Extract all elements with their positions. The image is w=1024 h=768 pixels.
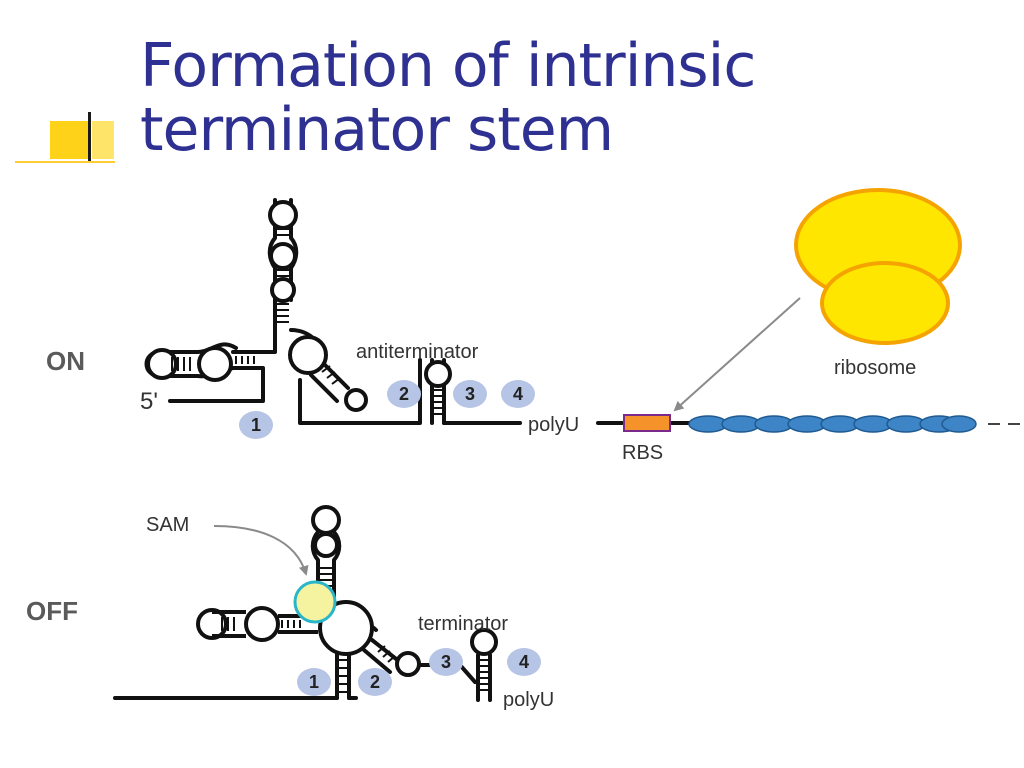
title-line-1: Formation of intrinsic	[140, 31, 756, 101]
five-prime-label: 5'	[140, 388, 158, 415]
on-state-label: ON	[46, 346, 85, 376]
segment-number: 2	[370, 672, 380, 692]
mrna-beads	[688, 415, 977, 433]
segment-number: 3	[465, 384, 475, 404]
segment-number: 1	[309, 672, 319, 692]
rbs-box	[623, 414, 671, 432]
segment-number: 1	[251, 415, 261, 435]
off-base-pairs	[221, 567, 488, 693]
segment-marker: 3	[453, 380, 487, 408]
title-line-2: terminator stem	[140, 95, 614, 165]
sam-ligand	[293, 580, 337, 624]
slide-title: Formation of intrinsic terminator stem	[140, 31, 756, 165]
ribosome-arrow	[673, 297, 801, 412]
segment-number: 4	[519, 652, 529, 672]
segment-marker: 4	[501, 380, 535, 408]
segment-marker: 3	[429, 648, 463, 676]
segment-marker: 4	[507, 648, 541, 676]
bullet-rule	[15, 161, 115, 163]
segment-marker: 1	[239, 411, 273, 439]
segment-number: 4	[513, 384, 523, 404]
off-segment-markers: 1 2 3 4	[297, 648, 541, 696]
segment-marker: 1	[297, 668, 331, 696]
segment-number: 2	[399, 384, 409, 404]
bullet-bar	[88, 112, 91, 162]
bullet-square-light	[92, 121, 114, 159]
off-polyu-label: polyU	[503, 689, 554, 711]
antiterminator-label: antiterminator	[356, 341, 479, 363]
segment-marker: 2	[358, 668, 392, 696]
on-state: ON	[46, 188, 1024, 464]
terminator-label: terminator	[418, 613, 508, 635]
ribosome-label: ribosome	[834, 357, 916, 379]
on-hairpin-loops	[146, 200, 452, 412]
off-state: OFF	[26, 505, 554, 711]
ribosome	[794, 188, 962, 345]
sam-arrow	[213, 525, 309, 576]
segment-number: 3	[441, 652, 451, 672]
on-segment-markers: 1 2 3 4	[239, 380, 535, 439]
on-polyu-label: polyU	[528, 414, 579, 436]
sam-label: SAM	[146, 514, 189, 536]
on-base-pairs	[171, 228, 442, 415]
rbs-label: RBS	[622, 442, 663, 464]
off-hairpin-loops	[196, 505, 498, 677]
segment-marker: 2	[387, 380, 421, 408]
bullet-square	[50, 121, 88, 159]
off-state-label: OFF	[26, 596, 78, 626]
